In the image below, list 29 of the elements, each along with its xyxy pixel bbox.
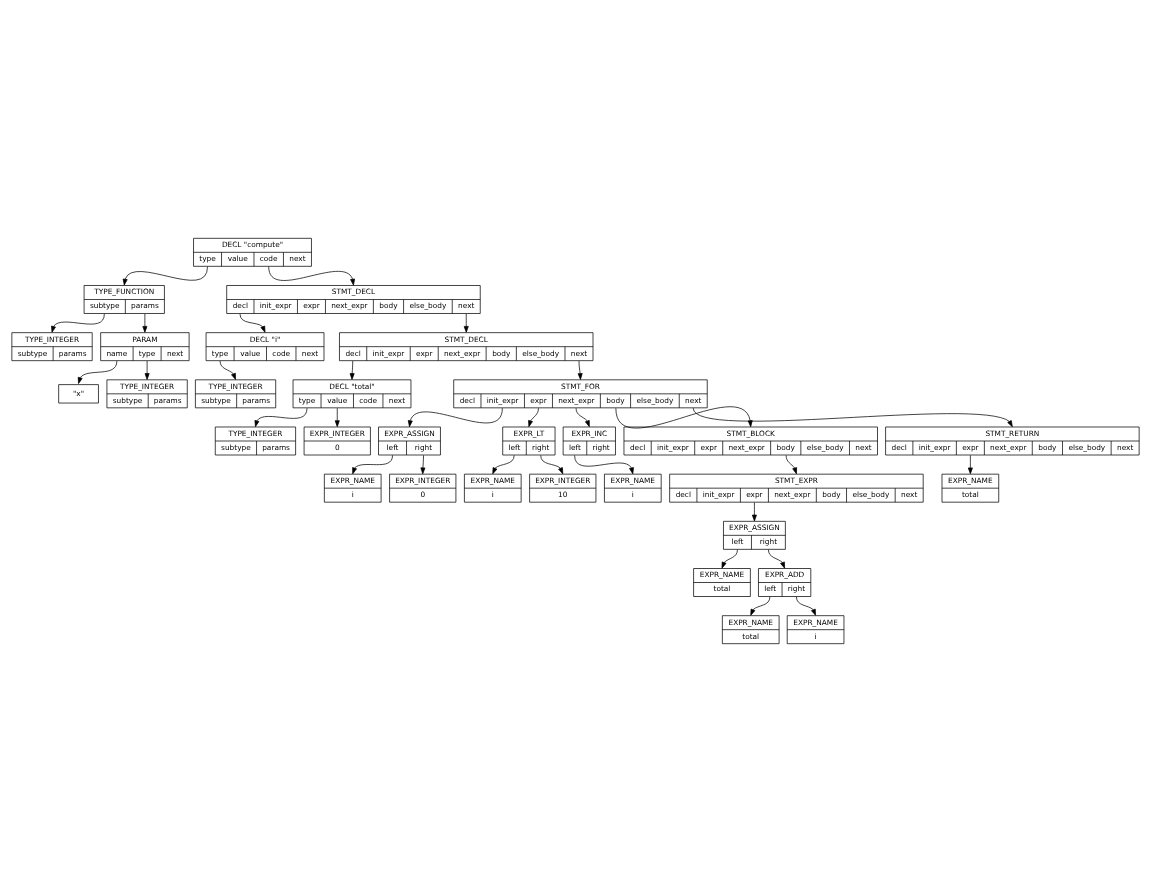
arrow bbox=[574, 455, 634, 475]
arrow bbox=[492, 455, 515, 475]
node-box: "x" bbox=[58, 384, 99, 404]
arrow bbox=[268, 266, 355, 286]
arrow bbox=[144, 360, 150, 380]
arrow bbox=[239, 313, 266, 333]
arrow bbox=[967, 455, 973, 475]
arrow bbox=[142, 313, 148, 333]
arrow bbox=[349, 360, 355, 380]
arrow bbox=[77, 360, 118, 384]
arrow bbox=[463, 313, 469, 333]
arrow bbox=[254, 407, 308, 427]
arrow bbox=[796, 596, 816, 616]
arrow bbox=[51, 313, 105, 333]
arrow bbox=[219, 360, 236, 380]
arrow bbox=[752, 502, 757, 522]
arrow bbox=[575, 407, 590, 427]
arrow bbox=[528, 407, 539, 427]
arrow bbox=[750, 596, 771, 616]
arrow bbox=[407, 407, 503, 427]
arrow bbox=[721, 549, 738, 569]
arrow bbox=[540, 455, 564, 475]
arrow bbox=[122, 266, 208, 286]
arrow bbox=[420, 455, 426, 475]
arrow bbox=[577, 360, 583, 380]
arrow bbox=[768, 549, 785, 569]
arrow bbox=[334, 407, 340, 427]
arrow bbox=[352, 455, 393, 475]
arrow bbox=[785, 455, 797, 475]
